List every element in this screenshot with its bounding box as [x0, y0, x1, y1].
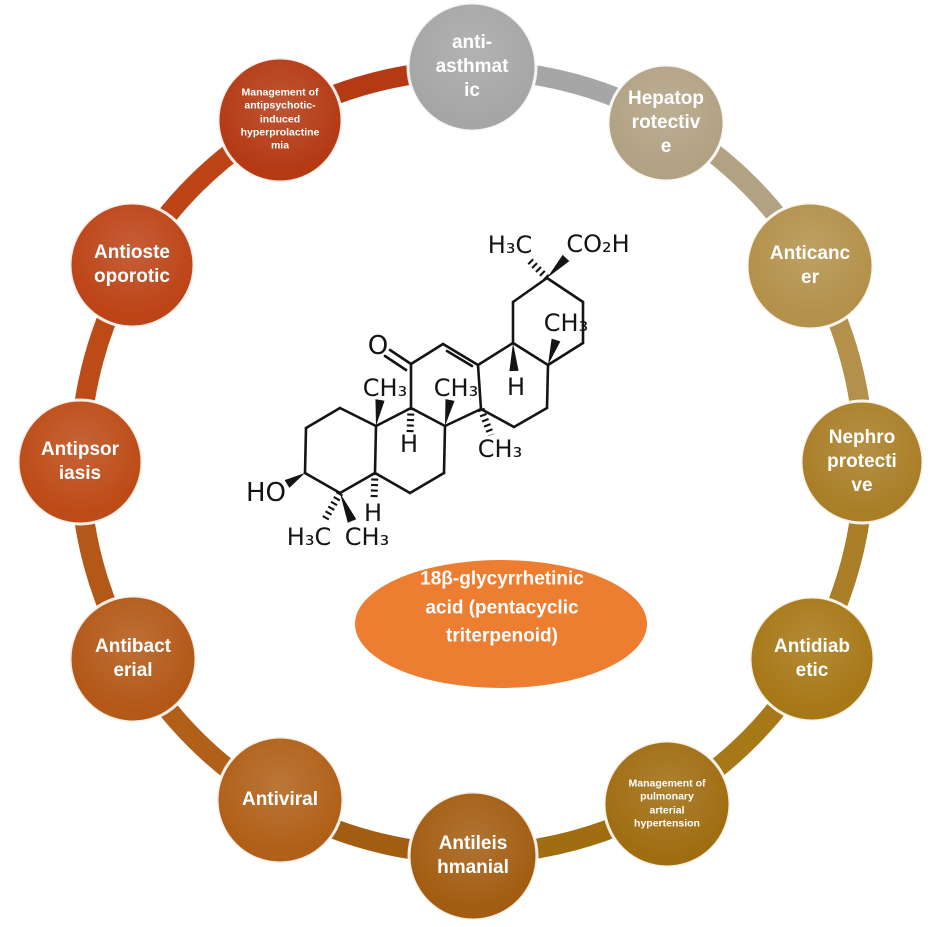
node-gloss	[409, 4, 535, 130]
atom-label: CH₃	[345, 523, 389, 551]
atom-label: H₃C	[287, 523, 331, 551]
node-gloss	[748, 204, 872, 328]
molecule-bond	[545, 363, 550, 410]
molecule-wedge-bond	[340, 493, 357, 523]
molecule-wedge-bond	[547, 254, 570, 278]
node-gloss	[218, 738, 342, 862]
molecule-bond	[441, 342, 480, 367]
molecule-hash-bond	[477, 407, 495, 437]
molecule-bond	[388, 348, 413, 366]
molecule-hash-bond	[527, 258, 550, 281]
molecule-bond	[546, 341, 585, 367]
molecule-bond	[303, 426, 308, 475]
molecule-bond	[409, 406, 447, 428]
molecule-wedge-bond	[284, 473, 305, 488]
node-gloss	[802, 402, 922, 522]
molecule-hash-bond	[370, 472, 379, 500]
atom-label: HO	[246, 478, 286, 508]
molecule-bond	[374, 406, 413, 428]
atom-label: CO₂H	[566, 230, 629, 258]
node-gloss	[71, 597, 195, 721]
molecule-bond	[383, 354, 408, 372]
node-gloss	[605, 742, 729, 866]
node-gloss	[751, 598, 873, 720]
node-gloss	[410, 793, 536, 919]
atom-label: CH₃	[363, 374, 407, 402]
molecule-bond	[476, 363, 483, 411]
molecule-wedge-bond	[509, 343, 519, 372]
node-gloss	[609, 66, 723, 180]
molecule-bond	[445, 349, 474, 368]
molecule-bond	[304, 406, 342, 430]
atom-label: O	[368, 331, 388, 361]
molecule-wedge-bond	[445, 399, 455, 426]
molecule-bond	[545, 276, 585, 304]
molecule-bond	[373, 424, 378, 475]
atom-label: H	[507, 373, 525, 401]
molecule-bond	[409, 342, 445, 366]
atom-label: CH₃	[434, 374, 478, 402]
molecule-bond	[511, 341, 550, 367]
atom-label: H	[400, 430, 418, 458]
node-gloss	[71, 204, 193, 326]
node-gloss	[219, 59, 341, 181]
molecule-bond	[373, 471, 412, 495]
molecule-wedge-bond	[548, 338, 561, 365]
molecule-bond	[511, 276, 549, 304]
molecule-bond	[442, 424, 447, 475]
molecule-bond	[303, 471, 342, 495]
molecule-bond	[512, 406, 549, 429]
molecule-bond	[338, 471, 377, 495]
atom-label: H	[364, 499, 382, 527]
node-gloss	[19, 401, 141, 523]
molecule-bond	[476, 341, 515, 367]
compound-ellipse	[355, 560, 647, 688]
molecule-bond	[338, 406, 378, 428]
molecule-bond	[479, 407, 516, 429]
atom-label: CH₃	[544, 309, 588, 337]
molecule-bond	[443, 407, 483, 428]
atom-label: H₃C	[488, 231, 532, 259]
molecule-wedge-bond	[375, 399, 385, 426]
molecule-hash-bond	[406, 407, 415, 434]
atom-label: CH₃	[478, 435, 522, 463]
molecule-hash-bond	[320, 491, 344, 523]
molecule-bond	[408, 471, 446, 495]
